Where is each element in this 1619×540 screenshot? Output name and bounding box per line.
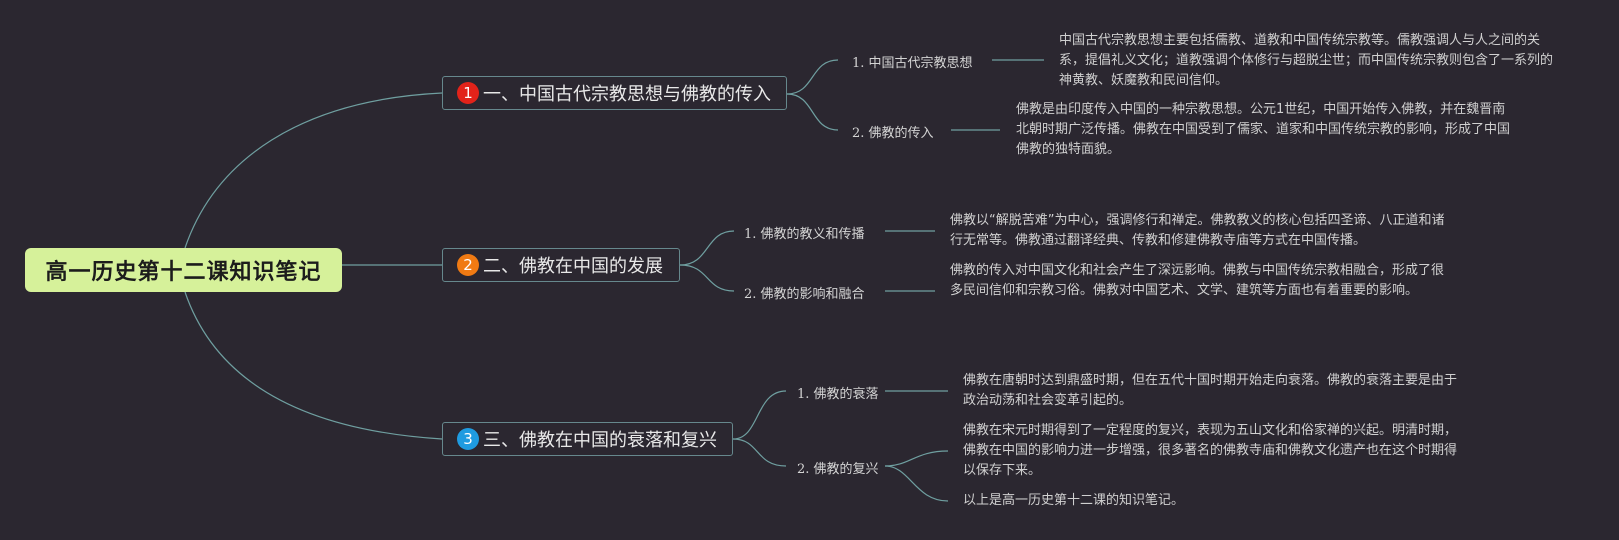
branch-2[interactable]: 2 二、佛教在中国的发展 [442, 248, 680, 282]
note-1-2[interactable]: 佛教是由印度传入中国的一种宗教思想。公元1世纪，中国开始传入佛教，并在魏晋南北朝… [1016, 102, 1511, 157]
branch-1[interactable]: 1 一、中国古代宗教思想与佛教的传入 [442, 76, 787, 110]
branch-1-title: 一、中国古代宗教思想与佛教的传入 [483, 84, 771, 105]
branch-3-title: 三、佛教在中国的衰落和复兴 [483, 430, 717, 451]
note-3-2-summary[interactable]: 以上是高一历史第十二课的知识笔记。 [963, 493, 1185, 508]
link-b2-s2 [679, 264, 735, 292]
note-3-2[interactable]: 佛教在宋元时期得到了一定程度的复兴，表现为五山文化和俗家禅的兴起。明清时期，佛教… [963, 423, 1458, 478]
note-1-1[interactable]: 中国古代宗教思想主要包括儒教、道教和中国传统宗教等。儒教强调人与人之间的关系，提… [1059, 33, 1554, 88]
link-b3-s2 [732, 438, 787, 467]
note-2-1[interactable]: 佛教以“解脱苦难”为中心，强调修行和禅定。佛教教义的核心包括四圣谛、八正道和诸行… [950, 213, 1445, 248]
link-s6-leaf-a [884, 450, 949, 467]
root-title: 高一历史第十二课知识笔记 [45, 260, 322, 285]
subtopic-2-2[interactable]: 2. 佛教的影响和融合 [744, 287, 865, 302]
priority-2-icon: 2 [457, 254, 479, 276]
priority-1-icon: 1 [457, 82, 479, 104]
branch-3[interactable]: 3 三、佛教在中国的衰落和复兴 [442, 422, 733, 456]
subtopic-2-1[interactable]: 1. 佛教的教义和传播 [744, 227, 865, 242]
link-b1-s2 [786, 93, 839, 131]
priority-3-icon: 3 [457, 428, 479, 450]
root-topic[interactable]: 高一历史第十二课知识笔记 [25, 248, 342, 292]
subtopic-3-1[interactable]: 1. 佛教的衰落 [797, 387, 879, 402]
note-2-2[interactable]: 佛教的传入对中国文化和社会产生了深远影响。佛教与中国传统宗教相融合，形成了很多民… [950, 263, 1445, 298]
link-root-branch-1 [184, 92, 443, 249]
subtopic-1-1[interactable]: 1. 中国古代宗教思想 [852, 56, 973, 71]
link-root-branch-3 [184, 291, 443, 440]
link-s6-leaf-b [884, 465, 949, 502]
subtopic-3-2[interactable]: 2. 佛教的复兴 [797, 462, 879, 477]
link-b1-s1 [786, 59, 839, 95]
subtopic-1-2[interactable]: 2. 佛教的传入 [852, 126, 934, 141]
link-b2-s1 [679, 230, 735, 266]
branch-2-title: 二、佛教在中国的发展 [483, 256, 663, 277]
note-3-1[interactable]: 佛教在唐朝时达到鼎盛时期，但在五代十国时期开始走向衰落。佛教的衰落主要是由于政治… [963, 373, 1458, 408]
link-b3-s1 [732, 390, 787, 440]
